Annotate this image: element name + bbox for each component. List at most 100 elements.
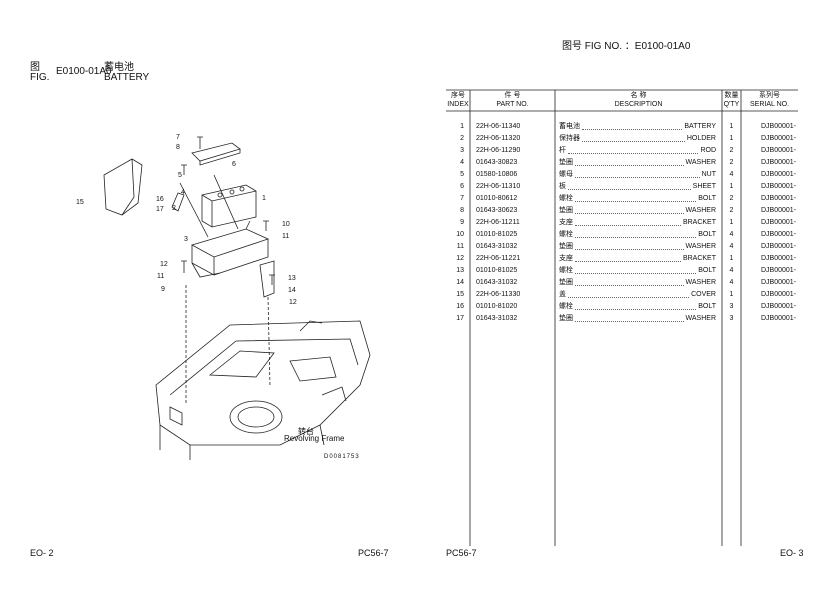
callout-12b: 12 (289, 299, 297, 306)
row-index: 4 (460, 159, 464, 166)
col-header-part-zh: 件 号 (504, 92, 521, 99)
row-description-en: BRACKET (682, 219, 716, 226)
row-description-zh: 垫圈 (559, 159, 573, 166)
row-description-en: WASHER (685, 159, 716, 166)
left-page-model: PC56-7 (358, 548, 389, 558)
row-part-no: 01010-80612 (476, 195, 518, 202)
row-part-no: 01643-31032 (476, 315, 518, 322)
row-serial: DJB00001- (761, 159, 797, 166)
row-description-zh: 垫圈 (559, 315, 573, 322)
col-header-desc-en: DESCRIPTION (614, 101, 663, 108)
dot-leader (575, 237, 697, 238)
row-description-en: BATTERY (684, 123, 716, 130)
row-index: 6 (460, 183, 464, 190)
row-serial: DJB00001- (761, 171, 797, 178)
row-serial: DJB00001- (761, 279, 797, 286)
fig-number: E0100-01A0 (56, 66, 112, 77)
col-header-desc-zh: 名 称 (630, 92, 647, 99)
row-serial: DJB00001- (761, 183, 797, 190)
callout-12: 12 (160, 261, 168, 268)
callout-7: 7 (176, 134, 180, 141)
col-header-desc: 名 称 DESCRIPTION (555, 91, 722, 109)
row-description-zh: 蓄电池 (559, 123, 580, 130)
row-description-en: WASHER (685, 279, 716, 286)
col-header-serial-zh: 系列号 (759, 92, 780, 99)
col-header-serial: 系列号 SERIAL NO. (741, 91, 798, 109)
row-part-no: 22H-06-11340 (476, 123, 521, 130)
row-qty: 4 (729, 267, 734, 274)
row-index: 13 (456, 267, 464, 274)
row-serial: DJB00001- (761, 243, 797, 250)
row-description: 蓄电池 BATTERY (559, 121, 716, 133)
row-serial: DJB00001- (761, 255, 797, 262)
row-description-en: BRACKET (682, 255, 716, 262)
row-description-en: ROD (700, 147, 716, 154)
row-qty: 1 (729, 219, 734, 226)
callout-11: 11 (282, 233, 290, 240)
row-qty: 4 (729, 243, 734, 250)
row-description-zh: 垫圈 (559, 279, 573, 286)
row-serial: DJB00001- (761, 291, 797, 298)
col-header-qty-en: Q'TY (723, 101, 740, 108)
row-qty: 3 (729, 315, 734, 322)
row-index: 17 (456, 315, 464, 322)
row-description-zh: 支座 (559, 219, 573, 226)
callout-9: 9 (161, 286, 165, 293)
row-description-zh: 螺栓 (559, 267, 573, 274)
callout-8: 8 (176, 144, 180, 151)
row-index: 7 (460, 195, 464, 202)
row-description-en: WASHER (685, 207, 716, 214)
row-qty: 2 (729, 147, 734, 154)
row-part-no: 22H-06-11330 (476, 291, 521, 298)
row-qty: 1 (729, 135, 734, 142)
dot-leader (575, 165, 684, 166)
dot-leader (568, 189, 691, 190)
col-header-part-en: PART NO. (496, 101, 529, 108)
row-qty: 1 (729, 123, 734, 130)
callout-17: 17 (156, 206, 164, 213)
col-header-index: 序号 INDEX (446, 91, 470, 109)
row-part-no: 01580-10806 (476, 171, 518, 178)
dot-leader (575, 285, 684, 286)
row-description-zh: 螺栓 (559, 195, 573, 202)
callout-2: 2 (172, 205, 176, 212)
row-description: 支座 BRACKET (559, 217, 716, 229)
row-description-zh: 支座 (559, 255, 573, 262)
row-description: 垫圈 WASHER (559, 157, 716, 169)
row-qty: 2 (729, 195, 734, 202)
row-description-zh: 盖 (559, 291, 566, 298)
callout-6: 6 (232, 161, 236, 168)
dot-leader (575, 249, 684, 250)
drawing-code: D0081753 (324, 454, 360, 460)
callout-13: 13 (288, 275, 296, 282)
callout-11b: 11 (157, 273, 165, 280)
row-index: 3 (460, 147, 464, 154)
row-description-en: COVER (691, 291, 716, 298)
row-description-en: WASHER (685, 243, 716, 250)
fig-label-zh: 图 (30, 62, 40, 73)
row-serial: DJB00001- (761, 207, 797, 214)
row-qty: 4 (729, 279, 734, 286)
row-index: 12 (456, 255, 464, 262)
row-index: 1 (460, 123, 464, 130)
row-qty: 4 (729, 231, 734, 238)
row-part-no: 22H-06-11310 (476, 183, 521, 190)
